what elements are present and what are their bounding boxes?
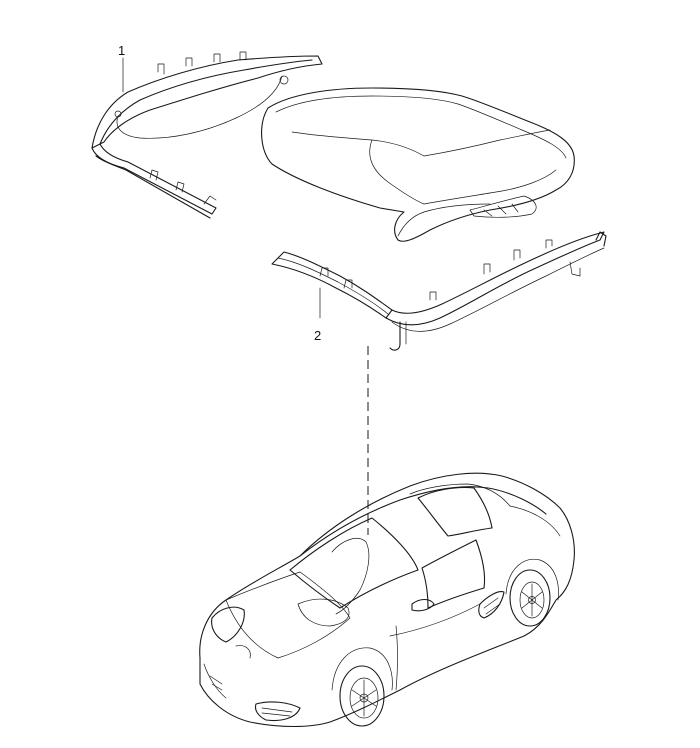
car-illustration — [199, 472, 575, 728]
part-1-seat-frame-left — [91, 51, 323, 219]
callout-label-1: 1 — [118, 43, 125, 58]
callout-label-2: 2 — [314, 328, 321, 343]
seat-cushion — [261, 87, 575, 242]
part-2-seat-frame-right — [271, 231, 607, 351]
